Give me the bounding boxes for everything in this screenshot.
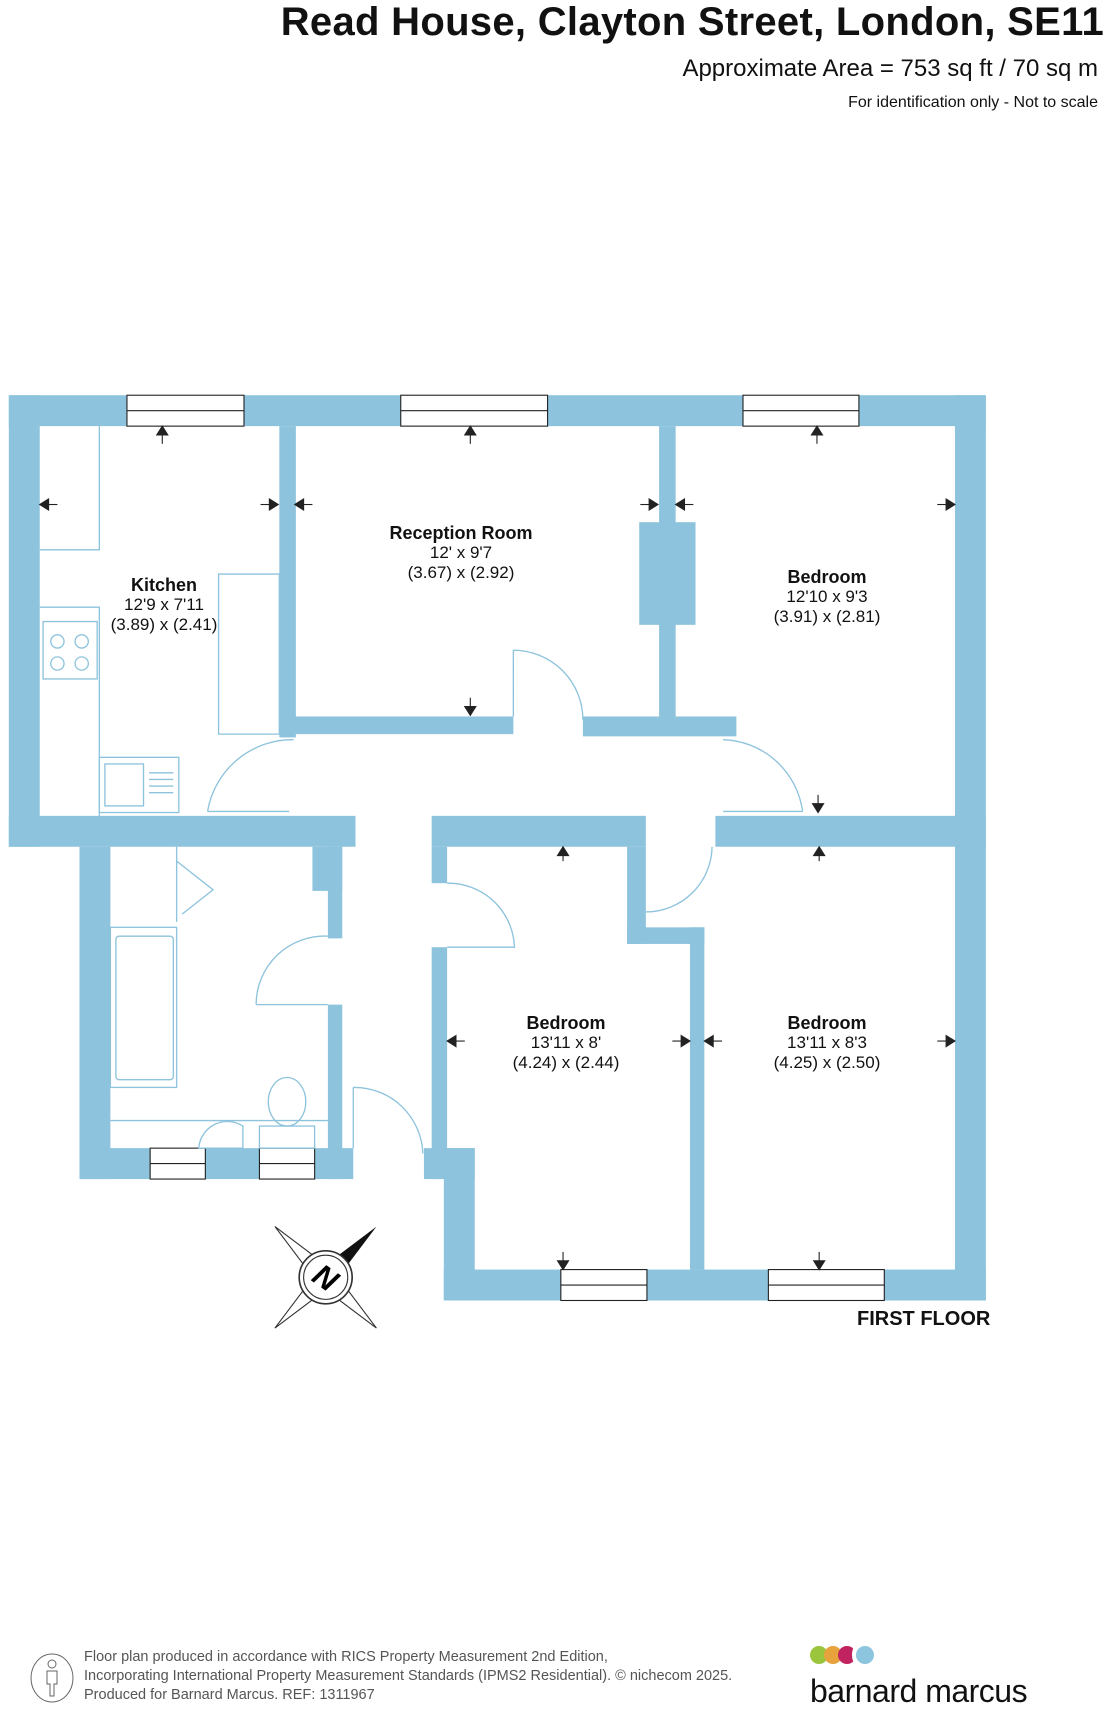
- room-imperial: 12' x 9'7: [429, 543, 493, 562]
- room-imperial: 13'11 x 8'3: [787, 1033, 867, 1052]
- brand-logo: barnard marcus: [810, 1646, 1028, 1710]
- compass-icon: [274, 1226, 377, 1329]
- page-title: Read House, Clayton Street, London, SE11: [280, 0, 1104, 44]
- dimension-arrows: [38, 425, 957, 1271]
- approximate-area: Approximate Area = 753 sq ft / 70 sq m: [682, 55, 1098, 82]
- room-name: Bedroom: [526, 1013, 606, 1033]
- room-imperial: 13'11 x 8': [530, 1033, 602, 1052]
- room-name: Kitchen: [130, 575, 198, 595]
- room-name: Bedroom: [787, 567, 867, 587]
- identification-note: For identification only - Not to scale: [848, 94, 1098, 111]
- logo-dots-icon: [810, 1646, 1027, 1669]
- room-imperial: 12'10 x 9'3: [786, 587, 868, 606]
- room-metric: (4.25) x (2.50): [773, 1053, 881, 1072]
- footer-line: Incorporating International Property Mea…: [84, 1668, 733, 1684]
- room-name: Reception Room: [389, 523, 533, 543]
- footer-line: Produced for Barnard Marcus. REF: 131196…: [84, 1687, 375, 1703]
- room-metric: (3.89) x (2.41): [110, 615, 218, 634]
- room-metric: (4.24) x (2.44): [512, 1053, 620, 1072]
- walls: [8, 395, 986, 1301]
- room-metric: (3.91) x (2.81): [773, 607, 881, 626]
- room-imperial: 12'9 x 7'11: [124, 595, 204, 614]
- windows: [126, 394, 885, 1302]
- brand-name: barnard marcus: [810, 1673, 1028, 1709]
- person-scale-icon: [30, 1653, 74, 1703]
- doors-fixtures: [39, 426, 804, 1154]
- room-metric: (3.67) x (2.92): [407, 563, 515, 582]
- footer-line: Floor plan produced in accordance with R…: [84, 1649, 608, 1665]
- floor-label: FIRST FLOOR: [857, 1308, 991, 1330]
- room-name: Bedroom: [787, 1013, 867, 1033]
- footer-text: Floor plan produced in accordance with R…: [84, 1648, 732, 1705]
